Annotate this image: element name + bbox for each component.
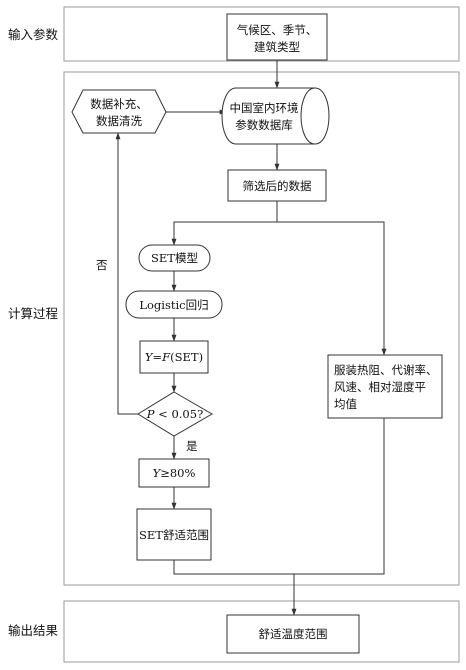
edge-filtered-set-model [171,221,277,246]
svg-text:筛选后的数据: 筛选后的数据 [243,179,312,193]
node-database: 中国室内环境 参数数据库 [221,87,330,145]
stage-label-input: 输入参数 [8,27,59,42]
node-p-test: P < 0.05? [137,391,213,437]
node-climate: 气候区、季节、 建筑类型 [226,13,328,61]
edge-label-no: 否 [96,258,108,272]
stage-label-output: 输出结果 [8,623,59,638]
svg-text:舒适温度范围: 舒适温度范围 [259,627,328,641]
stage-label-compute: 计算过程 [8,306,59,321]
svg-text:建筑类型: 建筑类型 [254,40,300,54]
node-set-model: SET模型 [138,244,211,272]
node-filtered: 筛选后的数据 [227,169,327,202]
svg-text:Y=F(SET): Y=F(SET) [145,350,203,364]
connectors [115,60,387,616]
node-supplement: 数据补充、 数据清洗 [71,89,167,134]
compute-stage-panel [63,71,460,586]
svg-text:中国室内环境: 中国室内环境 [230,101,299,115]
svg-text:风速、相对湿度平: 风速、相对湿度平 [334,380,426,394]
svg-text:P < 0.05?: P < 0.05? [146,407,203,421]
edge-params-output [291,418,385,616]
edge-ptest-no-supplement [115,132,138,415]
edge-label-yes: 是 [186,439,198,453]
svg-text:数据清洗: 数据清洗 [96,114,142,128]
svg-text:SET舒适范围: SET舒适范围 [139,528,209,542]
svg-text:服装热阻、代谢率、: 服装热阻、代谢率、 [334,363,438,377]
node-temp-range: 舒适温度范围 [226,614,360,654]
svg-text:均值: 均值 [334,397,357,411]
svg-text:气候区、季节、: 气候区、季节、 [237,23,318,37]
edge-filtered-params [276,201,387,356]
svg-text:Logistic回归: Logistic回归 [139,298,208,312]
node-set-range: SET舒适范围 [136,508,212,561]
node-params: 服装热阻、代谢率、 风速、相对湿度平 均值 [327,354,443,419]
svg-text:Y≥80%: Y≥80% [153,466,196,480]
node-y-func: Y=F(SET) [139,340,209,374]
edge-setrange-merge [173,560,294,575]
svg-text:SET模型: SET模型 [151,251,198,265]
svg-text:参数数据库: 参数数据库 [235,118,293,132]
node-y-cond: Y≥80% [138,458,210,488]
svg-text:数据补充、: 数据补充、 [90,97,148,111]
node-logistic: Logistic回归 [125,290,223,319]
